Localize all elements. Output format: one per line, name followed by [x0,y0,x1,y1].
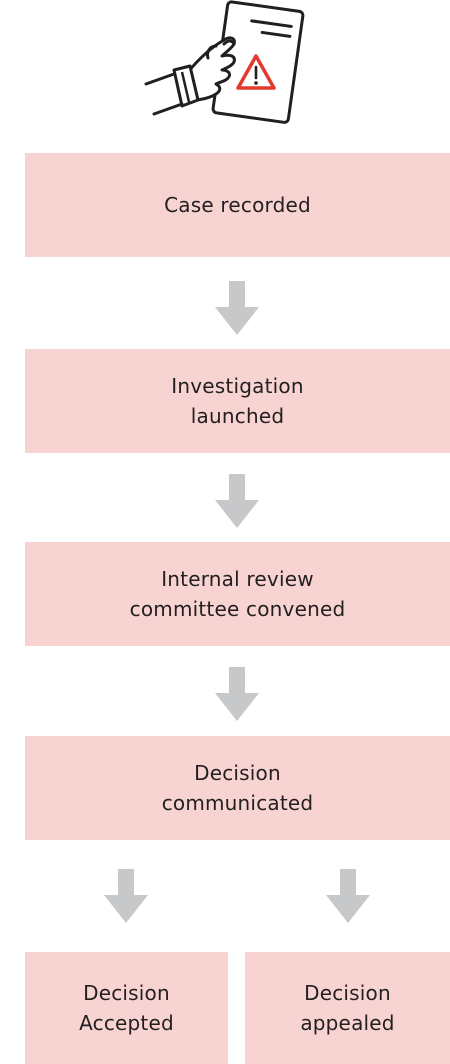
hand-holding-warning-document-icon [144,0,305,124]
arrow-down-icon [326,869,370,923]
outcome-label-line-2: Accepted [79,1011,174,1035]
step-label: Case recorded [164,193,311,217]
arrow-down-icon [215,667,259,721]
outcome-decision-appealed: Decision appealed [245,952,450,1064]
arrow-down-icon [104,869,148,923]
step-label-line-1: Internal review [161,567,314,591]
outcome-label-line-2: appealed [300,1011,395,1035]
outcome-decision-accepted: Decision Accepted [25,952,228,1064]
outcome-label-line-1: Decision [83,981,170,1005]
step-case-recorded: Case recorded [25,153,450,257]
step-label-line-2: launched [190,404,285,428]
step-label-line-1: Investigation [171,374,304,398]
step-investigation-launched: Investigation launched [25,349,450,453]
step-label-line-2: committee convened [129,597,346,621]
step-decision-communicated: Decision communicated [25,736,450,840]
arrow-down-icon [215,474,259,528]
arrow-down-icon [215,281,259,335]
step-label-line-1: Decision [194,761,281,785]
step-label-line-2: communicated [161,791,314,815]
step-internal-review-committee-convened: Internal review committee convened [25,542,450,646]
outcome-label-line-1: Decision [304,981,391,1005]
